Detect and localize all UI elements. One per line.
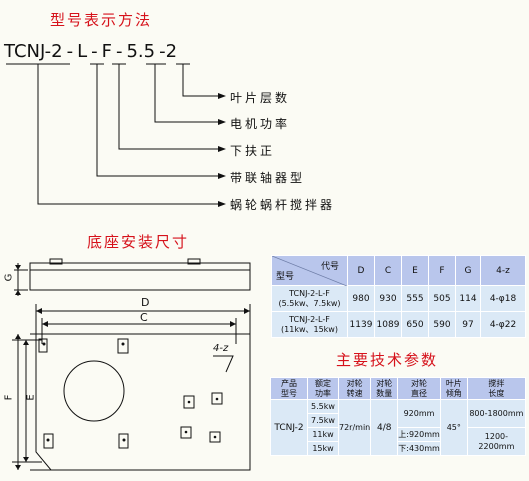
label-worm-agitator: 蜗轮蜗杆搅拌器 [230,198,336,212]
dim-cell: 1139 [347,311,375,338]
dim-cell: 980 [347,285,375,312]
tech-diameter: 下:430mm [397,441,441,456]
tech-header-count: 对轮数量 [370,377,399,400]
tech-header-model: 产品型号 [270,377,308,400]
tech-angle: 45° [439,399,468,456]
dim-cell: 590 [428,311,456,338]
table-row: TCNJ-2-L-F(5.5kw、7.5kw) 980 930 555 505 … [271,285,526,312]
tech-diameter: 上:920mm [397,427,441,442]
dim-label-e: E [25,394,37,401]
code-part-l: L [77,41,88,62]
dim-label-f: F [3,394,15,401]
model-line: (5.5kw、7.5kw) [278,298,341,308]
dim-cell: 1089 [374,311,402,338]
code-part-dash-3: - [115,41,123,62]
table-row: 15kw 下:430mm [271,441,526,456]
label-motor-power: 电机功率 [230,117,291,131]
code-part-dash-1: - [66,41,74,62]
tech-header-power: 额定功率 [307,377,339,400]
table-row: 11kw 上:920mm 1200-2200mm [271,427,527,456]
tech-length: 1200-2200mm [466,427,527,456]
corner-bottom-label: 型号 [276,272,295,282]
tech-model: TCNJ-2 [270,399,308,456]
dim-cell: 650 [401,311,429,338]
dim-table-corner: 代号 型号 [271,255,348,286]
dim-header-holes: 4-z [480,255,526,286]
dim-cell: 505 [428,285,456,312]
tech-length: 800-1800mm [466,399,527,428]
code-part-power: 5.5 [126,41,156,62]
tech-power: 7.5kw [307,413,339,428]
code-part-f: F [101,41,112,62]
tech-diameter: 920mm [397,399,441,428]
code-part-tcnj: TCNJ-2 [4,41,63,62]
tech-power: 5.5kw [307,399,339,414]
label-lower-support: 下扶正 [230,144,276,158]
tech-table: 产品型号 额定功率 对轮转速 对轮数量 对轮直径 叶片倾角 搅拌长度 TCNJ-… [270,377,527,456]
tech-speed: 72r/min [337,399,372,456]
tech-header-length: 搅拌长度 [466,377,527,400]
dim-header-e: E [401,255,429,286]
dim-row-model: TCNJ-2-L-F(11kw、15kw) [271,311,348,338]
model-code: TCNJ-2-L-F-5.5-2 [4,41,177,62]
model-line: TCNJ-2-L-F [289,314,330,324]
dim-label-c: C [140,311,148,324]
dim-cell: 930 [374,285,402,312]
label-blade-layers: 叶片层数 [230,91,291,105]
tech-power: 15kw [307,441,339,456]
tech-power: 11kw [307,427,339,442]
dim-label-g: G [3,273,15,282]
dim-header-c: C [374,255,402,286]
dim-header-f: F [428,255,456,286]
label-coupling-type: 带联轴器型 [230,171,306,185]
dim-cell: 97 [455,311,481,338]
code-part-layers: -2 [159,41,178,62]
corner-diagonal [272,256,347,286]
tech-count: 4/8 [370,399,399,456]
table-row: TCNJ-2 5.5kw 72r/min 4/8 920mm 45° 800-1… [270,399,527,456]
dim-cell: 4-φ22 [480,311,526,338]
dim-label-d: D [141,296,150,309]
dimension-table: 代号 型号 D C E F G 4-z TCNJ-2-L-F(5.5kw、7.5… [271,255,526,338]
tech-header-diameter: 对轮直径 [397,377,441,400]
dim-row-model: TCNJ-2-L-F(5.5kw、7.5kw) [271,285,348,312]
model-line: TCNJ-2-L-F [289,288,330,298]
dim-header-d: D [347,255,375,286]
dim-cell: 4-φ18 [480,285,526,312]
base-section-title: 底座安装尺寸 [87,233,190,251]
tech-header-speed: 对轮转速 [337,377,372,400]
dim-cell: 114 [455,285,481,312]
tech-section-title: 主要技术参数 [336,351,439,369]
dim-cell: 555 [401,285,429,312]
model-line: (11kw、15kw) [281,324,338,334]
model-section-title: 型号表示方法 [50,11,153,29]
code-part-dash-2: - [91,41,98,62]
table-row: TCNJ-2-L-F(11kw、15kw) 1139 1089 650 590 … [271,311,526,338]
dim-header-g: G [455,255,481,286]
corner-top-label: 代号 [320,262,339,272]
tech-header-angle: 叶片倾角 [439,377,468,400]
dim-label-holes: 4-z [213,343,229,354]
